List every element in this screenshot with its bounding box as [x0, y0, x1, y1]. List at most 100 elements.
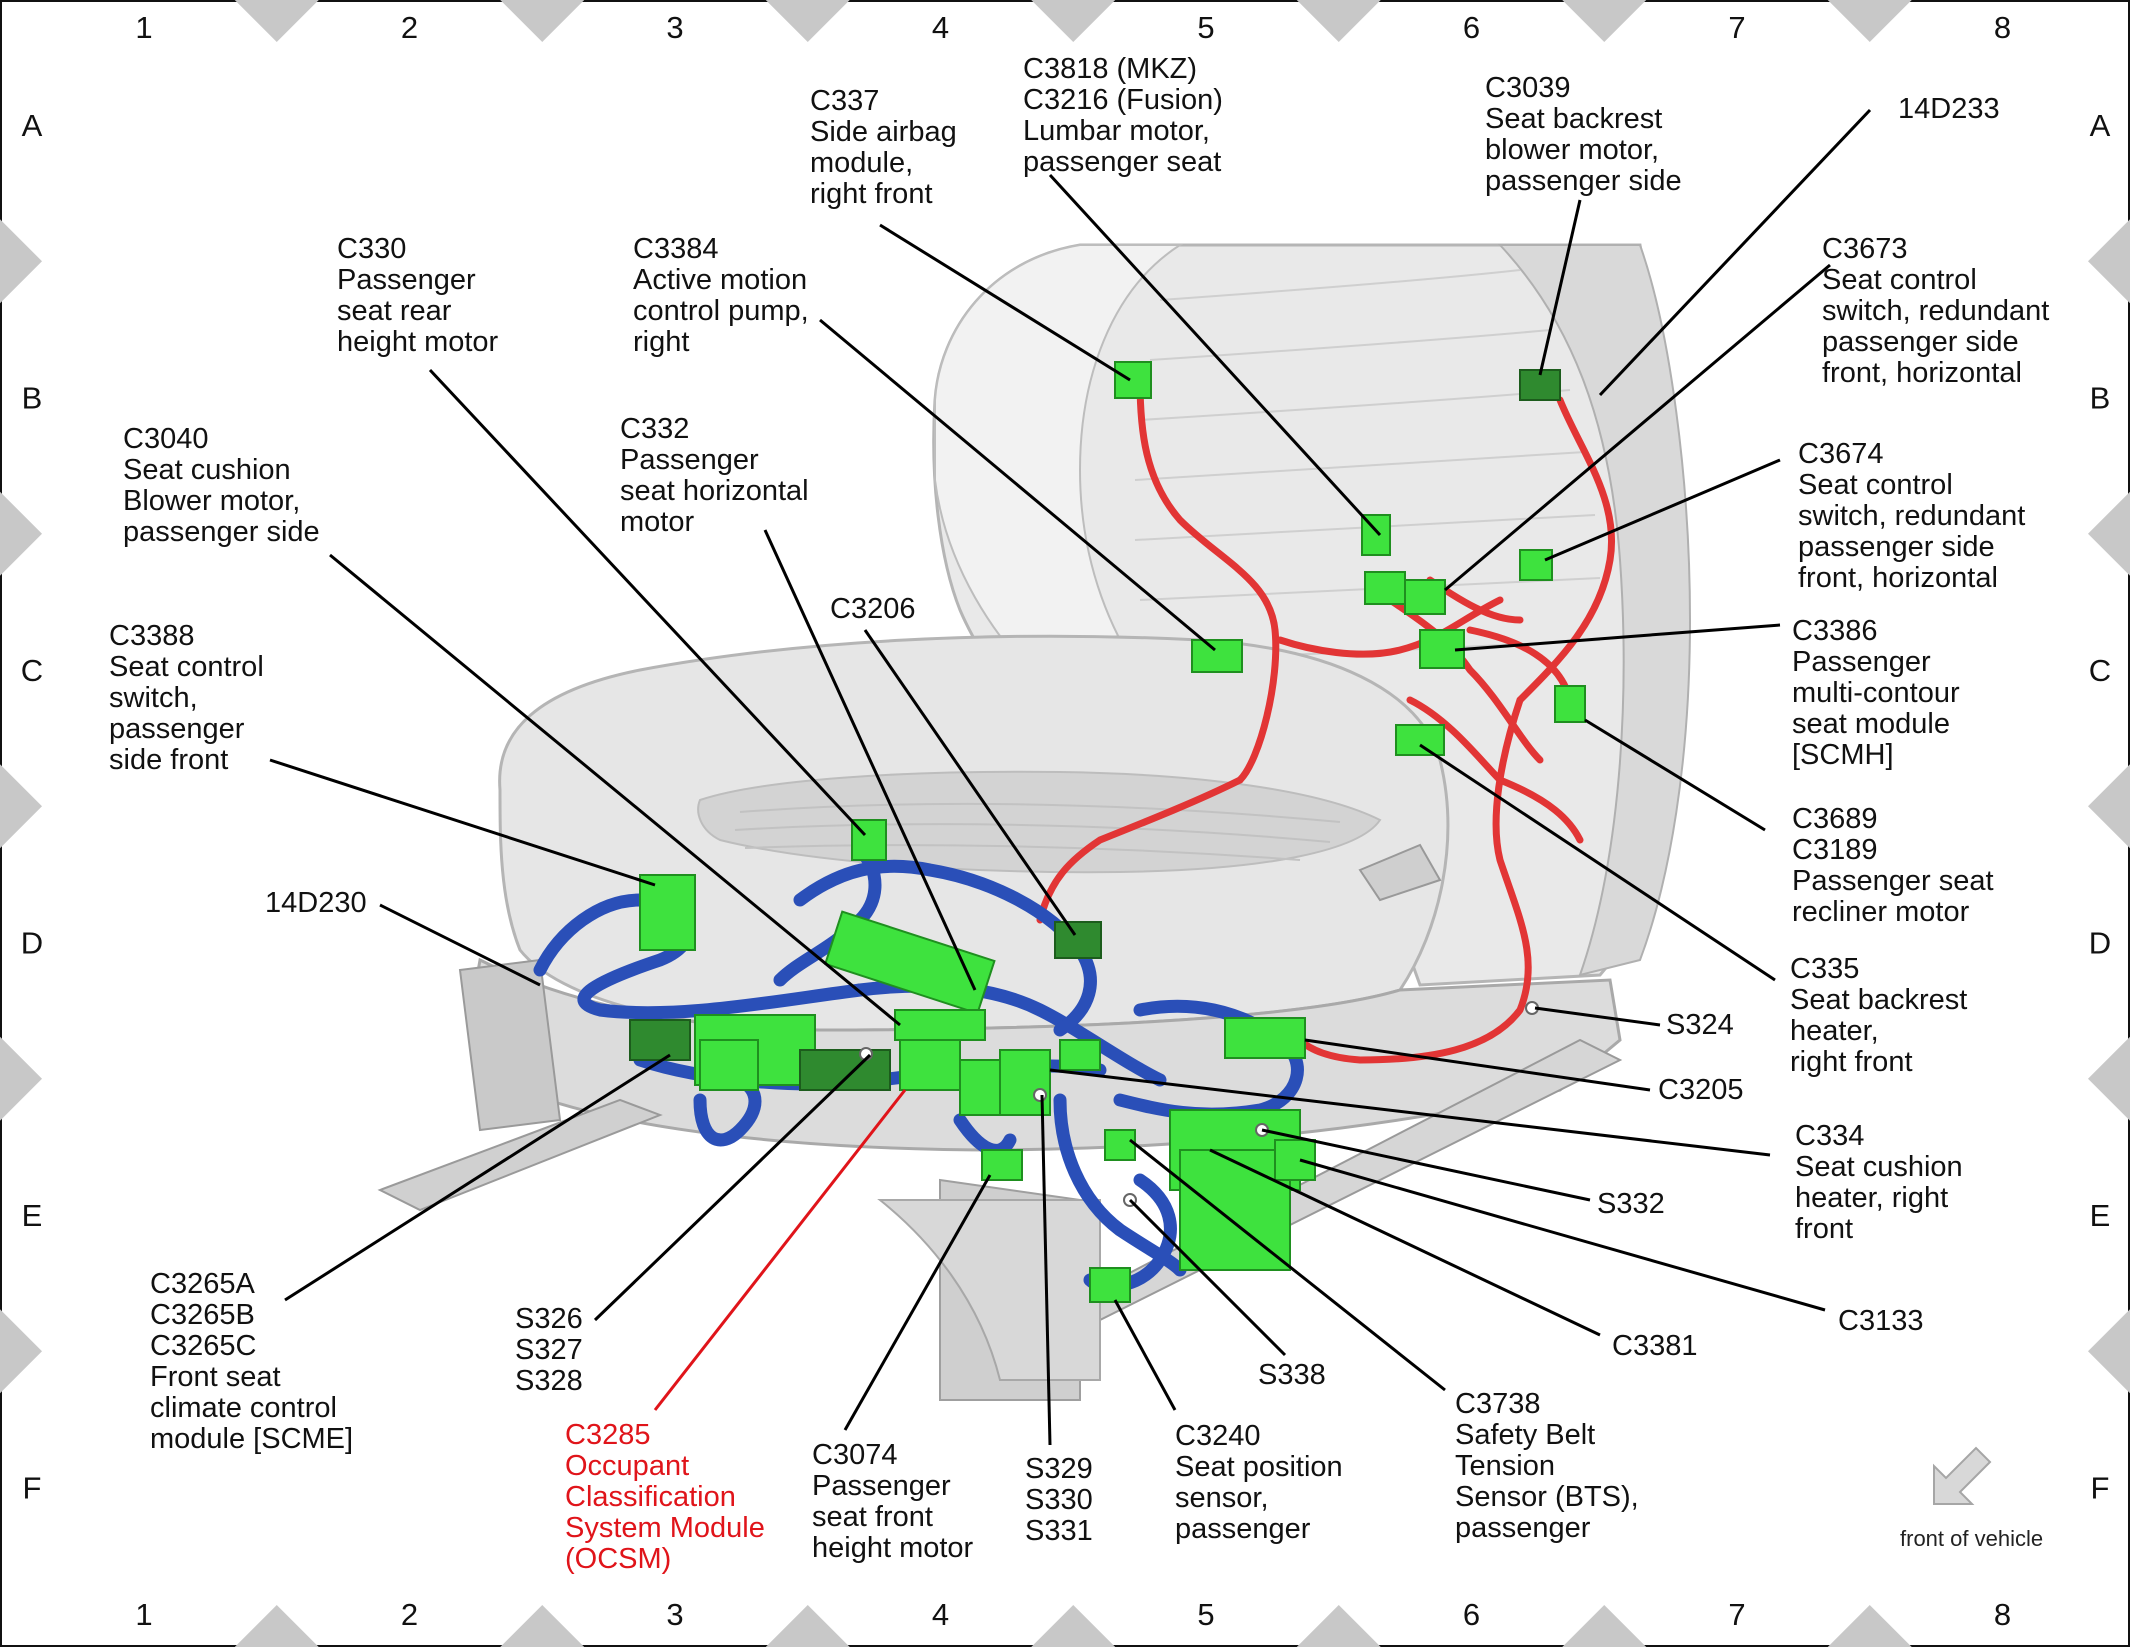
- leader-c3240: [1113, 1299, 1177, 1411]
- grid-divider-marker: [0, 1036, 42, 1121]
- leader-c3133: [1299, 1158, 1826, 1312]
- callout-c334: C334 Seat cushion heater, right front: [1795, 1120, 1971, 1245]
- grid-divider-marker: [1296, 0, 1381, 42]
- callout-c3074: C3074 Passenger seat front height motor: [812, 1439, 974, 1564]
- leader-c3674: [1544, 458, 1781, 562]
- grid-row-label-left: B: [22, 381, 43, 416]
- callout-c330: C330 Passenger seat rear height motor: [337, 233, 499, 358]
- callout-c3265: C3265A C3265B C3265C Front seat climate …: [150, 1268, 353, 1455]
- connector-c3674: [1519, 549, 1553, 581]
- leader-c334: [1049, 1068, 1771, 1157]
- callout-c3133: C3133: [1838, 1305, 1923, 1337]
- grid-column-label-top: 2: [401, 10, 418, 45]
- grid-row-label-left: F: [23, 1471, 42, 1506]
- leader-lines: [269, 108, 1872, 1446]
- front-of-vehicle-indicator: front of vehicle: [1900, 1446, 2043, 1551]
- seat-rear-leg: [458, 958, 562, 1132]
- connector-c3689: [1554, 685, 1586, 723]
- grid-divider-marker: [765, 1605, 850, 1647]
- grid-column-label-top: 1: [135, 10, 152, 45]
- grid-row-label-right: C: [2089, 653, 2111, 688]
- callout-labels: C337 Side airbag module, right front C38…: [109, 53, 2049, 1575]
- grid-divider-marker: [2088, 1036, 2130, 1121]
- grid-column-label-top: 8: [1994, 10, 2011, 45]
- grid-column-label-bottom: 6: [1463, 1597, 1480, 1632]
- callout-c3689: C3689 C3189 Passenger seat recliner moto…: [1792, 803, 2002, 928]
- callout-c3738: C3738 Safety Belt Tension Sensor (BTS), …: [1455, 1388, 1647, 1544]
- leader-14d233: [1598, 108, 1872, 397]
- grid-column-label-bottom: 8: [1994, 1597, 2011, 1632]
- leader-c3818: [1048, 173, 1382, 537]
- grid-divider-marker: [500, 0, 585, 42]
- grid-divider-marker: [0, 1309, 42, 1394]
- connector-c3738: [1179, 1149, 1291, 1271]
- grid-column-label-bottom: 7: [1728, 1597, 1745, 1632]
- callout-c335: C335 Seat backrest heater, right front: [1790, 953, 1975, 1078]
- grid-column-label-top: 6: [1463, 10, 1480, 45]
- leader-c337: [879, 223, 1131, 382]
- leader-s332: [1261, 1128, 1591, 1202]
- leader-c3384: [819, 318, 1216, 652]
- leader-c3206: [863, 629, 1077, 936]
- grid-column-label-bottom: 3: [666, 1597, 683, 1632]
- grid-divider-marker: [2088, 219, 2130, 304]
- leader-s329: [1040, 1094, 1052, 1446]
- connectors: [629, 361, 1586, 1303]
- grid-column-label-top: 4: [932, 10, 949, 45]
- grid-row-label-right: D: [2089, 926, 2111, 961]
- grid-divider-marker: [2088, 764, 2130, 849]
- grid-divider-marker: [1827, 1605, 1912, 1647]
- grid-divider-marker: [1031, 0, 1116, 42]
- callout-14d230: 14D230: [265, 887, 367, 919]
- leader-s324: [1534, 1006, 1661, 1027]
- callout-c3384: C3384 Active motion control pump, right: [633, 233, 817, 358]
- grid-column-label-bottom: 2: [401, 1597, 418, 1632]
- grid-column-label-bottom: 1: [135, 1597, 152, 1632]
- grid-row-label-left: D: [21, 926, 43, 961]
- grid-divider-marker: [234, 0, 319, 42]
- seat-backrest-left-bolster: [934, 244, 1184, 701]
- seat-cushion-stitching: [734, 802, 1341, 861]
- grid-divider-marker: [500, 1605, 585, 1647]
- leader-c3738: [1129, 1138, 1446, 1392]
- grid-divider-marker: [1827, 0, 1912, 42]
- connector-s338: [1104, 1129, 1136, 1161]
- callout-c3381: C3381: [1612, 1330, 1697, 1362]
- connector-c3673: [1364, 571, 1406, 605]
- grid-column-label-top: 5: [1197, 10, 1214, 45]
- leader-c332: [763, 529, 977, 991]
- leader-s338: [1128, 1198, 1287, 1357]
- leader-c3205: [1304, 1038, 1651, 1092]
- grid-divider-marker: [2088, 1309, 2130, 1394]
- grid-divider-marker: [0, 764, 42, 849]
- connector-c3205-b: [1059, 1039, 1101, 1071]
- connector-c3673-b: [1404, 579, 1446, 615]
- grid-column-label-top: 3: [666, 10, 683, 45]
- callout-c3040: C3040 Seat cushion Blower motor, passeng…: [123, 423, 320, 548]
- callout-14d233: 14D233: [1898, 93, 2000, 125]
- callout-c3039: C3039 Seat backrest blower motor, passen…: [1485, 72, 1682, 197]
- connector-c3240: [1089, 1267, 1131, 1303]
- grid-row-label-right: E: [2090, 1198, 2111, 1233]
- grid-columns-top: 1 2 3 4 5 6 7 8: [135, 10, 2011, 45]
- connector-c335: [1395, 724, 1445, 756]
- leader-c3381: [1209, 1148, 1601, 1337]
- connector-c3133: [1274, 1139, 1316, 1181]
- leader-c3388: [269, 758, 656, 887]
- leader-c3689: [1584, 718, 1766, 832]
- callout-c3206: C3206: [830, 593, 915, 625]
- callout-s329: S329 S330 S331: [1025, 1453, 1101, 1547]
- callout-c3240: C3240 Seat position sensor, passenger: [1175, 1420, 1351, 1545]
- leader-c3386: [1454, 623, 1781, 652]
- callout-s332: S332: [1597, 1188, 1665, 1220]
- grid-divider-marker: [2088, 491, 2130, 576]
- grid-divider-marker: [0, 219, 42, 304]
- callout-c3674: C3674 Seat control switch, redundant pas…: [1798, 438, 2033, 594]
- grid-column-label-top: 7: [1728, 10, 1745, 45]
- grid-column-label-bottom: 5: [1197, 1597, 1214, 1632]
- callout-c3388: C3388 Seat control switch, passenger sid…: [109, 620, 272, 776]
